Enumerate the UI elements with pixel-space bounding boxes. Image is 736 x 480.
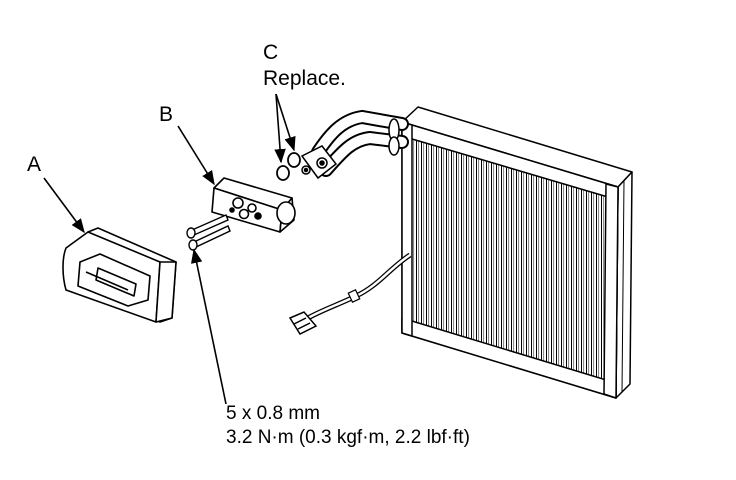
expansion-valve	[211, 177, 296, 233]
torque-spec-label: 3.2 N·m (0.3 kgf·m, 2.2 lbf·ft)	[226, 427, 470, 448]
bolt-size-label: 5 x 0.8 mm	[226, 403, 320, 424]
leader-c-left	[274, 93, 286, 164]
evaporator-core	[401, 106, 633, 399]
callout-a: A	[27, 153, 42, 176]
leader-c-right	[275, 93, 296, 152]
leader-b	[177, 125, 215, 186]
o-rings	[276, 152, 301, 181]
pipe-fittings	[300, 145, 338, 180]
callout-c-note: Replace.	[263, 67, 346, 90]
callout-b: B	[159, 103, 174, 126]
callout-c: C	[263, 41, 279, 64]
leader-lines	[43, 93, 296, 405]
mounting-bolts	[186, 214, 231, 251]
leader-a	[43, 177, 85, 234]
thermistor-wire	[306, 252, 412, 321]
valve-cover	[62, 227, 177, 323]
leader-bolt	[190, 248, 227, 405]
thermistor-connector	[288, 311, 318, 335]
